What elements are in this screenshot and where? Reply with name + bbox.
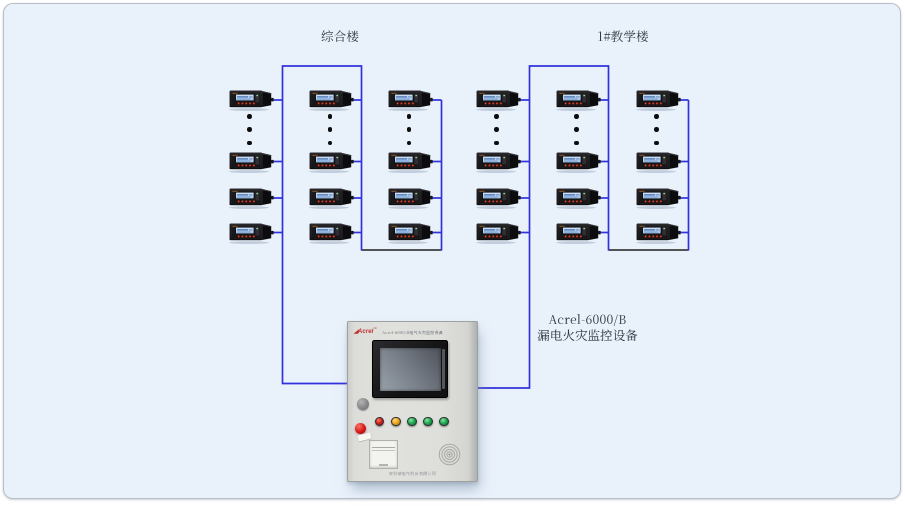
printer [369, 440, 398, 469]
printer-slot-2 [372, 450, 395, 451]
green-button-3 [439, 416, 449, 427]
cabinet-footer-text: 安科瑞电气股份有限公司 [388, 470, 437, 477]
annotation-model: Acrel-6000/B [548, 311, 627, 328]
cabinet-annotation: Acrel-6000/B 漏电火灾监控设备 [527, 312, 648, 342]
group-title-left: 综合楼 [321, 25, 359, 45]
amber-button [391, 416, 401, 427]
screen-side-strip [441, 348, 445, 389]
bus-loop [476, 65, 610, 389]
bus-loop [281, 65, 363, 385]
brand-name: Acrel [357, 328, 374, 335]
speaker-grille-icon [438, 443, 461, 466]
buzzer-icon [356, 398, 369, 410]
monitoring-cabinet: ◢Acrel™ Acrel-6000/B电气火灾监控设备 安科瑞电气股份有限公司 [347, 321, 478, 482]
cabinet-display [379, 347, 441, 391]
pilot-lamp-red [355, 422, 367, 434]
annotation-label: 漏电火灾监控设备 [537, 325, 638, 344]
printer-slot [372, 447, 395, 449]
cabinet-title: Acrel-6000/B电气火灾监控设备 [382, 329, 443, 336]
brand-trademark: ™ [373, 326, 378, 331]
green-button-1 [407, 416, 417, 427]
red-button [374, 416, 385, 427]
group-title-right: 1#教学楼 [597, 25, 649, 45]
printer-door [379, 463, 388, 466]
cabinet-screen [371, 339, 448, 398]
cabinet-brand-logo: ◢Acrel™ [353, 326, 378, 336]
green-button-2 [423, 416, 433, 427]
